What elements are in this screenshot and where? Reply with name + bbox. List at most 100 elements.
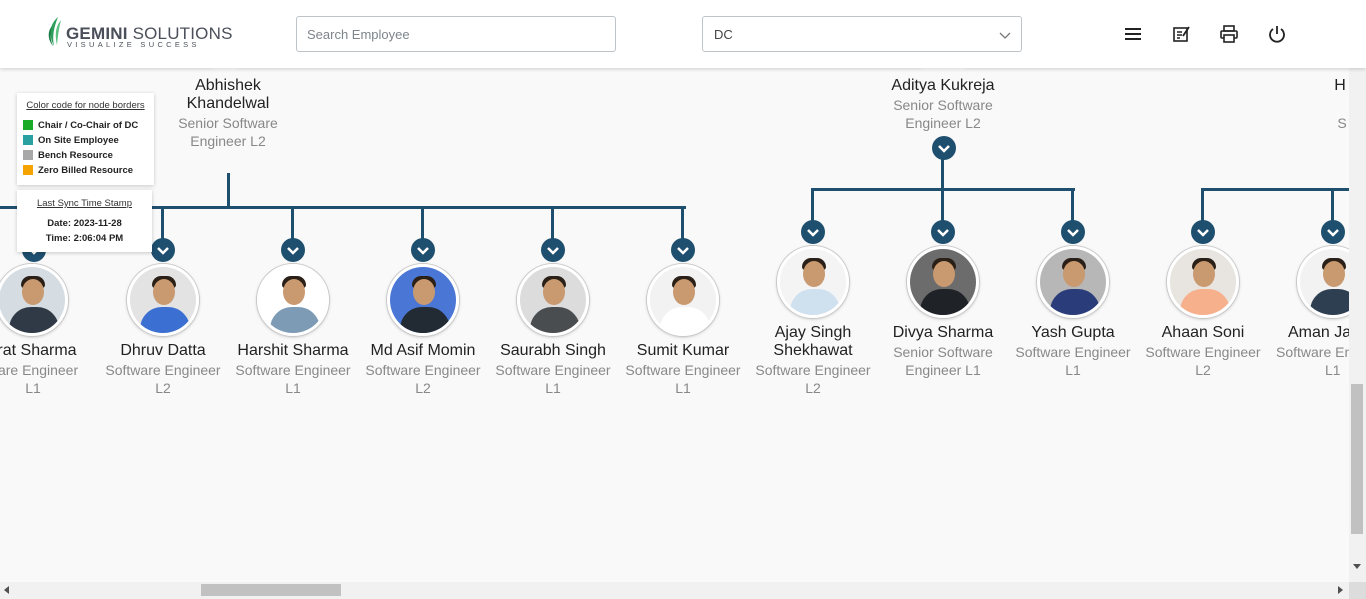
legend-swatch: [23, 120, 33, 130]
employee-name[interactable]: H: [1334, 77, 1346, 94]
dc-select[interactable]: DC: [702, 16, 1022, 52]
employee-name[interactable]: Harshit Sharma: [237, 342, 349, 359]
chevron-down-icon: [677, 247, 689, 255]
scrollbar-corner: [1349, 582, 1366, 599]
legend-swatch: [23, 165, 33, 175]
print-icon[interactable]: [1219, 24, 1239, 44]
sync-time: Time: 2:06:04 PM: [45, 233, 124, 244]
horizontal-scroll-thumb[interactable]: [201, 584, 341, 596]
expand-toggle[interactable]: [151, 238, 175, 262]
connector-line: [0, 206, 686, 209]
connector-line: [227, 173, 230, 209]
employee-name[interactable]: Aman Ja: [1288, 324, 1349, 341]
chevron-down-icon: [1197, 229, 1209, 237]
expand-toggle[interactable]: [541, 238, 565, 262]
avatar[interactable]: [647, 264, 719, 336]
logo-wordmark: GEMINI SOLUTIONS: [66, 24, 233, 43]
logo-tagline: VISUALIZE SUCCESS: [67, 40, 200, 49]
connector-line: [291, 206, 294, 240]
legend-swatch: [23, 150, 33, 160]
expand-toggle[interactable]: [281, 238, 305, 262]
connector-line: [1071, 188, 1074, 222]
legend-swatch: [23, 135, 33, 145]
avatar[interactable]: [257, 264, 329, 336]
employee-role: S: [1337, 115, 1347, 131]
scroll-left-arrow-icon[interactable]: [4, 586, 9, 594]
search-employee-input[interactable]: [296, 16, 616, 52]
employee-name[interactable]: Dhruv Datta: [120, 342, 206, 359]
expand-toggle[interactable]: [671, 238, 695, 262]
employee-name[interactable]: Divya Sharma: [892, 324, 994, 341]
connector-line: [681, 206, 684, 240]
chevron-down-icon: [938, 145, 950, 153]
avatar[interactable]: [777, 246, 849, 318]
edit-note-icon[interactable]: [1171, 24, 1191, 44]
dc-select-value: DC: [714, 27, 733, 42]
expand-toggle[interactable]: [801, 220, 825, 244]
employee-name[interactable]: Md Asif Momin: [370, 342, 476, 359]
avatar[interactable]: [1167, 246, 1239, 318]
connector-line: [941, 158, 944, 191]
power-icon[interactable]: [1267, 24, 1287, 44]
scroll-down-arrow-icon[interactable]: [1353, 564, 1361, 569]
connector-line: [551, 206, 554, 240]
vertical-scrollbar[interactable]: [1349, 68, 1366, 582]
connector-line: [421, 206, 424, 240]
chevron-down-icon: [1067, 229, 1079, 237]
avatar[interactable]: [127, 264, 199, 336]
connector-line: [811, 188, 814, 222]
connector-line: [1201, 188, 1204, 222]
horizontal-scrollbar[interactable]: [0, 582, 1349, 599]
employee-name[interactable]: Saurabh Singh: [500, 342, 606, 359]
employee-name[interactable]: Sumit Kumar: [636, 342, 730, 359]
sync-title: Last Sync Time Stamp: [36, 198, 133, 209]
vertical-scroll-thumb[interactable]: [1351, 384, 1363, 534]
leaf-logo-icon: [48, 17, 61, 46]
employee-name[interactable]: vrat Sharma: [0, 342, 77, 359]
expand-toggle[interactable]: [1061, 220, 1085, 244]
connector-line: [1201, 188, 1349, 191]
connector-line: [1331, 188, 1334, 222]
employee-name[interactable]: Aditya Kukreja: [891, 77, 995, 94]
chevron-down-icon: [417, 247, 429, 255]
expand-toggle[interactable]: [1191, 220, 1215, 244]
expand-toggle[interactable]: [1321, 220, 1345, 244]
expand-toggle[interactable]: [931, 220, 955, 244]
employee-name[interactable]: Yash Gupta: [1031, 324, 1115, 341]
employee-name[interactable]: Ahaan Soni: [1161, 324, 1245, 341]
top-header: GEMINI SOLUTIONS VISUALIZE SUCCESS DC: [0, 0, 1366, 68]
avatar[interactable]: [0, 264, 68, 336]
expand-toggle[interactable]: [932, 136, 956, 160]
legend-title: Color code for node borders: [26, 100, 145, 111]
chevron-down-icon: [157, 247, 169, 255]
chevron-down-icon: [999, 32, 1011, 39]
last-sync-timestamp: Last Sync Time Stamp Date: 2023-11-28 Ti…: [17, 190, 152, 252]
chevron-down-icon: [1327, 229, 1339, 237]
sync-date: Date: 2023-11-28: [47, 218, 122, 229]
border-color-legend: Color code for node borders Chair / Co-C…: [17, 93, 154, 185]
connector-line: [941, 188, 944, 222]
menu-icon[interactable]: [1123, 24, 1143, 44]
avatar[interactable]: [517, 264, 589, 336]
avatar[interactable]: [387, 264, 459, 336]
scroll-right-arrow-icon[interactable]: [1338, 586, 1343, 594]
gemini-solutions-logo[interactable]: GEMINI SOLUTIONS VISUALIZE SUCCESS: [46, 16, 232, 50]
avatar[interactable]: [1037, 246, 1109, 318]
chevron-down-icon: [937, 229, 949, 237]
expand-toggle[interactable]: [411, 238, 435, 262]
chevron-down-icon: [807, 229, 819, 237]
avatar[interactable]: [907, 246, 979, 318]
